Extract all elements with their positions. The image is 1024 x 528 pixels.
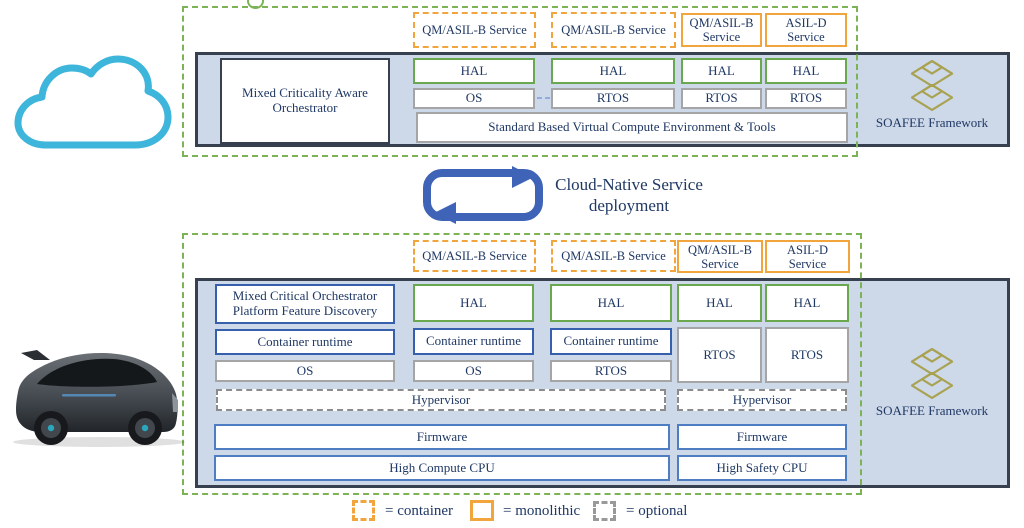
soafee-framework-top: SOAFEE Framework — [857, 60, 1007, 131]
vehicle-hal-3: HAL — [677, 284, 762, 322]
container-runtime-3: Container runtime — [550, 328, 672, 355]
container-runtime-1: Container runtime — [215, 329, 395, 355]
soafee-framework-bottom: SOAFEE Framework — [857, 348, 1007, 419]
cloud-os-1: OS — [413, 88, 535, 109]
cloud-service-3: QM/ASIL-B Service — [681, 13, 762, 47]
sync-loop-icon — [423, 166, 543, 224]
cloud-hal-1: HAL — [413, 58, 535, 84]
vehicle-service-3: QM/ASIL-B Service — [677, 240, 763, 273]
vehicle-service-1: QM/ASIL-B Service — [413, 240, 536, 272]
cloud-rtos-4: RTOS — [765, 88, 847, 109]
legend-monolithic-swatch — [470, 500, 494, 521]
soafee-logo-icon — [910, 60, 954, 112]
hypervisor-left: Hypervisor — [216, 389, 666, 411]
high-safety-cpu-box: High Safety CPU — [677, 455, 847, 481]
firmware-left: Firmware — [214, 424, 670, 450]
high-compute-cpu-box: High Compute CPU — [214, 455, 670, 481]
vehicle-rtos-3: RTOS — [550, 360, 672, 382]
cloud-rtos-2: RTOS — [551, 88, 675, 109]
cloud-icon — [14, 55, 172, 149]
legend-monolithic-label: = monolithic — [503, 503, 581, 519]
cropped-green-mark — [247, 0, 264, 9]
discovery-box: Mixed Critical Orchestrator Platform Fea… — [215, 284, 395, 324]
vehicle-os-2: OS — [413, 360, 534, 382]
cloud-rtos-3: RTOS — [681, 88, 762, 109]
vehicle-rtos-tall-2: RTOS — [765, 327, 849, 383]
vehicle-hal-1: HAL — [413, 284, 534, 322]
cloud-service-4: ASIL-D Service — [765, 13, 847, 47]
vehicle-hal-4: HAL — [765, 284, 849, 322]
vehicle-rtos-tall-1: RTOS — [677, 327, 762, 383]
container-runtime-2: Container runtime — [413, 328, 534, 355]
virtual-compute-env-box: Standard Based Virtual Compute Environme… — [416, 112, 848, 143]
deployment-caption: Cloud-Native Service deployment — [555, 175, 703, 215]
soafee-framework-label: SOAFEE Framework — [875, 115, 989, 130]
cloud-service-2: QM/ASIL-B Service — [551, 12, 676, 48]
vehicle-os-1: OS — [215, 360, 395, 382]
vehicle-service-2: QM/ASIL-B Service — [551, 240, 676, 272]
legend-optional-swatch — [593, 501, 616, 521]
cloud-service-1: QM/ASIL-B Service — [413, 12, 536, 48]
vehicle-service-4: ASIL-D Service — [765, 240, 850, 273]
firmware-right: Firmware — [677, 424, 847, 450]
legend-container-swatch — [352, 500, 375, 521]
cloud-hal-3: HAL — [681, 58, 762, 84]
cloud-orchestrator-box: Mixed Criticality Aware Orchestrator — [220, 58, 390, 144]
soafee-logo-icon — [910, 348, 954, 400]
vehicle-icon — [13, 350, 185, 447]
soafee-framework-label: SOAFEE Framework — [875, 403, 989, 418]
os-rtos-connector — [537, 97, 550, 99]
legend-container-label: = container — [385, 503, 454, 519]
hypervisor-right: Hypervisor — [677, 389, 847, 411]
vehicle-hal-2: HAL — [550, 284, 672, 322]
legend-optional-label: = optional — [626, 503, 688, 519]
cloud-hal-4: HAL — [765, 58, 847, 84]
cloud-hal-2: HAL — [551, 58, 675, 84]
